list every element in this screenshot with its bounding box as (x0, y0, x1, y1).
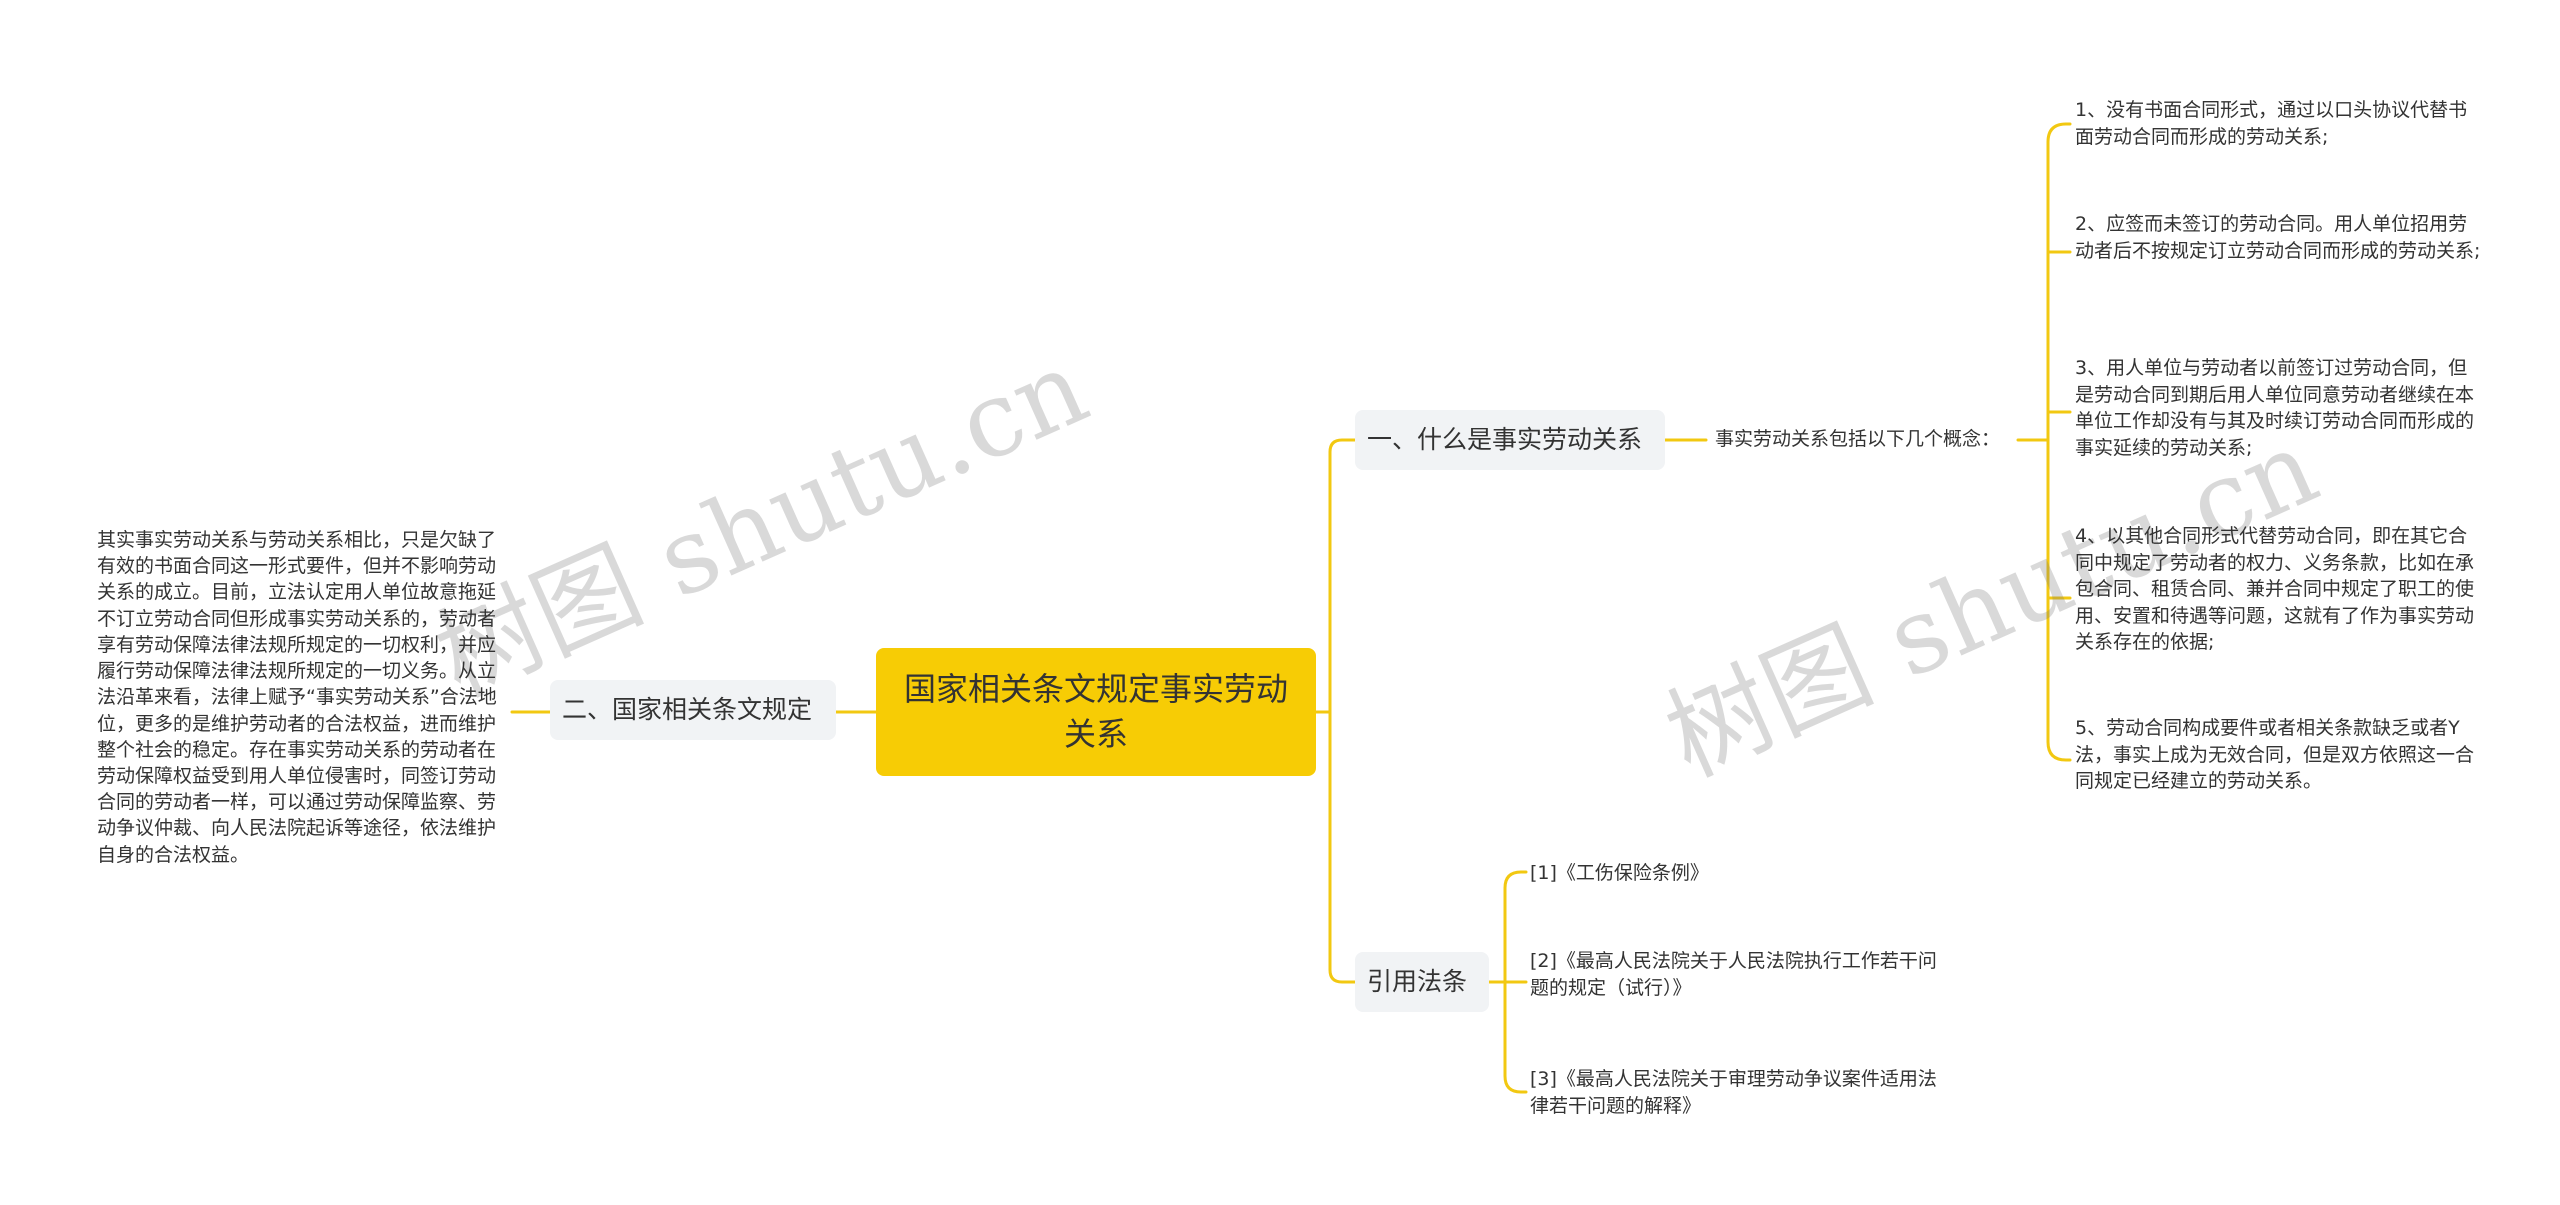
concept-item-3[interactable]: 3、用人单位与劳动者以前签订过劳动合同，但是劳动合同到期后用人单位同意劳动者继续… (2075, 357, 2475, 459)
concept-item-4[interactable]: 4、以其他合同形式代替劳动合同，即在其它合同中规定了劳动者的权力、义务条款，比如… (2075, 525, 2475, 654)
root-topic[interactable]: 国家相关条文规定事实劳动关系 (876, 648, 1316, 776)
edge-root-what (1314, 438, 1357, 714)
topic-what-is-de-facto-labor-relation[interactable]: 一、什么是事实劳动关系 (1355, 410, 1665, 470)
concept-item-1[interactable]: 1、没有书面合同形式，通过以口头协议代替书面劳动合同而形成的劳动关系; (2075, 99, 2468, 148)
edge-refs-trunk (1503, 870, 1528, 1094)
edge-concepts-trunk (2046, 122, 2072, 762)
topic-national-regulations[interactable]: 二、国家相关条文规定 (550, 680, 836, 740)
regulation-explanation-text[interactable]: 其实事实劳动关系与劳动关系相比，只是欠缺了有效的书面合同这一形式要件，但并不影响… (97, 529, 497, 866)
concepts-intro[interactable]: 事实劳动关系包括以下几个概念： (1715, 428, 2001, 450)
cited-law-item-2[interactable]: [2]《最高人民法院关于人民法院执行工作若干问题的规定（试行）》 (1530, 950, 1937, 999)
topic-cited-laws[interactable]: 引用法条 (1355, 952, 1489, 1012)
concept-item-2[interactable]: 2、应签而未签订的劳动合同。用人单位招用劳动者后不按规定订立劳动合同而形成的劳动… (2075, 213, 2481, 262)
cited-law-item-3[interactable]: [3]《最高人民法院关于审理劳动争议案件适用法律若干问题的解释》 (1530, 1068, 1937, 1117)
concept-item-5[interactable]: 5、劳动合同构成要件或者相关条款缺乏或者Y法，事实上成为无效合同，但是双方依照这… (2075, 717, 2475, 793)
edge-root-refs (1314, 710, 1357, 984)
cited-law-item-1[interactable]: [1]《工伤保险条例》 (1530, 862, 1709, 884)
